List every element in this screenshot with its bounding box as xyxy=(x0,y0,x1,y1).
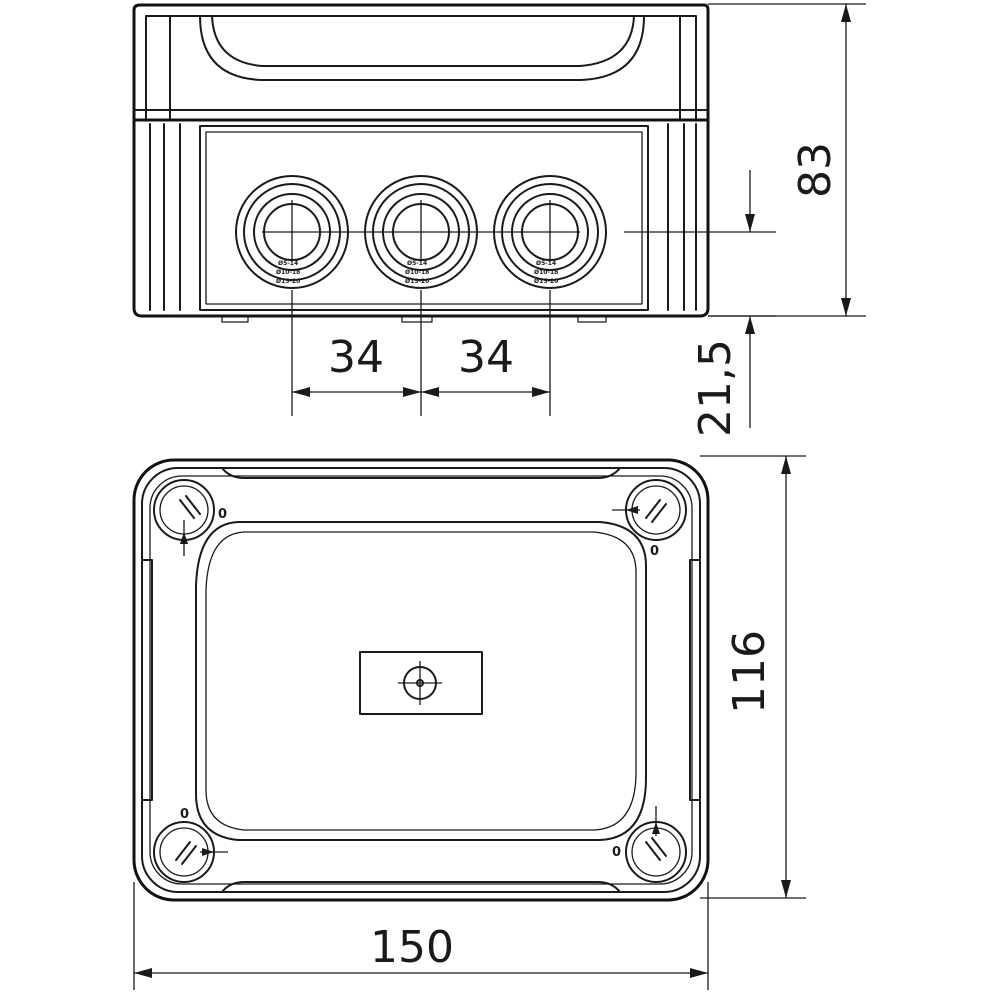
dimension-width: 150 xyxy=(133,882,709,990)
left-grip xyxy=(141,559,153,801)
dimension-label-depth: 116 xyxy=(724,630,775,714)
bottom-grip xyxy=(221,881,621,893)
gland-2-marking-1: Ø5-14 xyxy=(407,260,427,267)
top-view-rim-inner xyxy=(149,475,693,885)
corner-screw-bottom-left xyxy=(153,821,228,883)
dimension-height-overall: 83 xyxy=(708,3,866,317)
top-view-outline xyxy=(132,458,710,902)
corner-screw-top-right xyxy=(612,479,687,541)
gland-1-marking-3: Ø15-20 xyxy=(276,278,300,285)
corner-mark-bottom-right: 0 xyxy=(612,845,621,860)
gland-2-marking-2: Ø10-18 xyxy=(405,269,429,276)
gland-1-marking-1: Ø5-14 xyxy=(278,260,298,267)
base-front-panel-inner xyxy=(205,131,643,305)
base-outline xyxy=(132,118,710,318)
cable-gland-3: Ø5-14 Ø10-18 Ø15-20 xyxy=(493,175,607,289)
corner-mark-top-left: 0 xyxy=(218,507,227,522)
top-view: 0 0 0 0 xyxy=(132,458,710,902)
lid-outline xyxy=(132,3,710,122)
dimension-label-spacing-right: 34 xyxy=(458,332,514,383)
lid-handle-recess-outer xyxy=(199,15,645,81)
lid-handle-recess xyxy=(211,15,635,67)
base-front-panel xyxy=(199,125,649,311)
gland-3-marking-3: Ø15-20 xyxy=(534,278,558,285)
center-plate xyxy=(359,651,483,715)
lid-label-field-inner xyxy=(205,531,637,831)
dimension-label-gland-height: 21,5 xyxy=(690,339,741,437)
dimension-gland-spacing: 34 34 xyxy=(291,290,551,416)
gland-3-marking-2: Ø10-18 xyxy=(534,269,558,276)
dimension-depth: 116 xyxy=(700,455,806,899)
dimension-gland-height: 21,5 xyxy=(624,170,776,437)
gland-2-marking-3: Ø15-20 xyxy=(405,278,429,285)
right-grip xyxy=(689,559,701,801)
dimension-label-height: 83 xyxy=(790,142,841,198)
corner-mark-top-right: 0 xyxy=(650,544,659,559)
corner-screw-bottom-right xyxy=(625,806,687,883)
gland-1-marking-2: Ø10-18 xyxy=(276,269,300,276)
front-view: Ø5-14 Ø10-18 Ø15-20 Ø5-14 Ø10-18 Ø15-20 … xyxy=(132,3,710,323)
dimension-label-width: 150 xyxy=(370,922,454,973)
base-feet xyxy=(221,316,607,323)
corner-mark-bottom-left: 0 xyxy=(180,807,189,822)
top-view-rim xyxy=(141,467,701,893)
dimension-label-spacing-left: 34 xyxy=(328,332,384,383)
lid-label-field xyxy=(195,521,647,841)
top-grip xyxy=(221,467,621,479)
gland-3-marking-1: Ø5-14 xyxy=(536,260,556,267)
lid-inner-line xyxy=(145,15,697,119)
corner-screw-top-left xyxy=(153,479,215,556)
